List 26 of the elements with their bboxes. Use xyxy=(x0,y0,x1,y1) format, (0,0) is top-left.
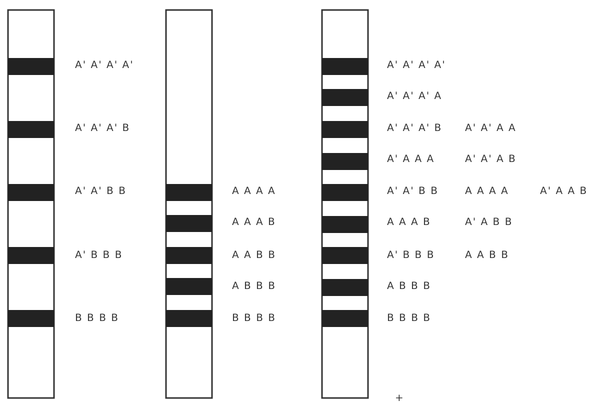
band-label: A' A A A xyxy=(387,154,435,166)
band-label: A A A A xyxy=(232,186,276,198)
band-label: A B B B xyxy=(387,281,431,293)
band-label: A' A B B xyxy=(465,217,513,229)
band-label: B B B B xyxy=(387,313,431,325)
band-label: A A A B xyxy=(387,217,431,229)
band-label: A' A A B xyxy=(540,186,588,198)
band-label: A' B B B xyxy=(75,250,123,262)
band-label: A' A' A' A xyxy=(387,91,442,103)
band-label: A A B B xyxy=(465,250,509,262)
band-label: A A B B xyxy=(232,250,276,262)
band-label: A' A' A' A' xyxy=(387,60,446,72)
band-label: A' A' A' B xyxy=(75,123,130,135)
band-label: A A A A xyxy=(465,186,509,198)
band-label: A' A' A' B xyxy=(387,123,442,135)
band-label: A A A B xyxy=(232,217,276,229)
band-label: A' A' B B xyxy=(75,186,126,198)
band-label: A' A' A A xyxy=(465,123,516,135)
band-label: A' A' A B xyxy=(465,154,516,166)
band-label: A B B B xyxy=(232,281,276,293)
band-label: B B B B xyxy=(232,313,276,325)
band-label: B B B B xyxy=(75,313,119,325)
band-label: + xyxy=(395,393,404,405)
band-label: A' B B B xyxy=(387,250,435,262)
band-label: A' A' B B xyxy=(387,186,438,198)
band-label: A' A' A' A' xyxy=(75,60,134,72)
